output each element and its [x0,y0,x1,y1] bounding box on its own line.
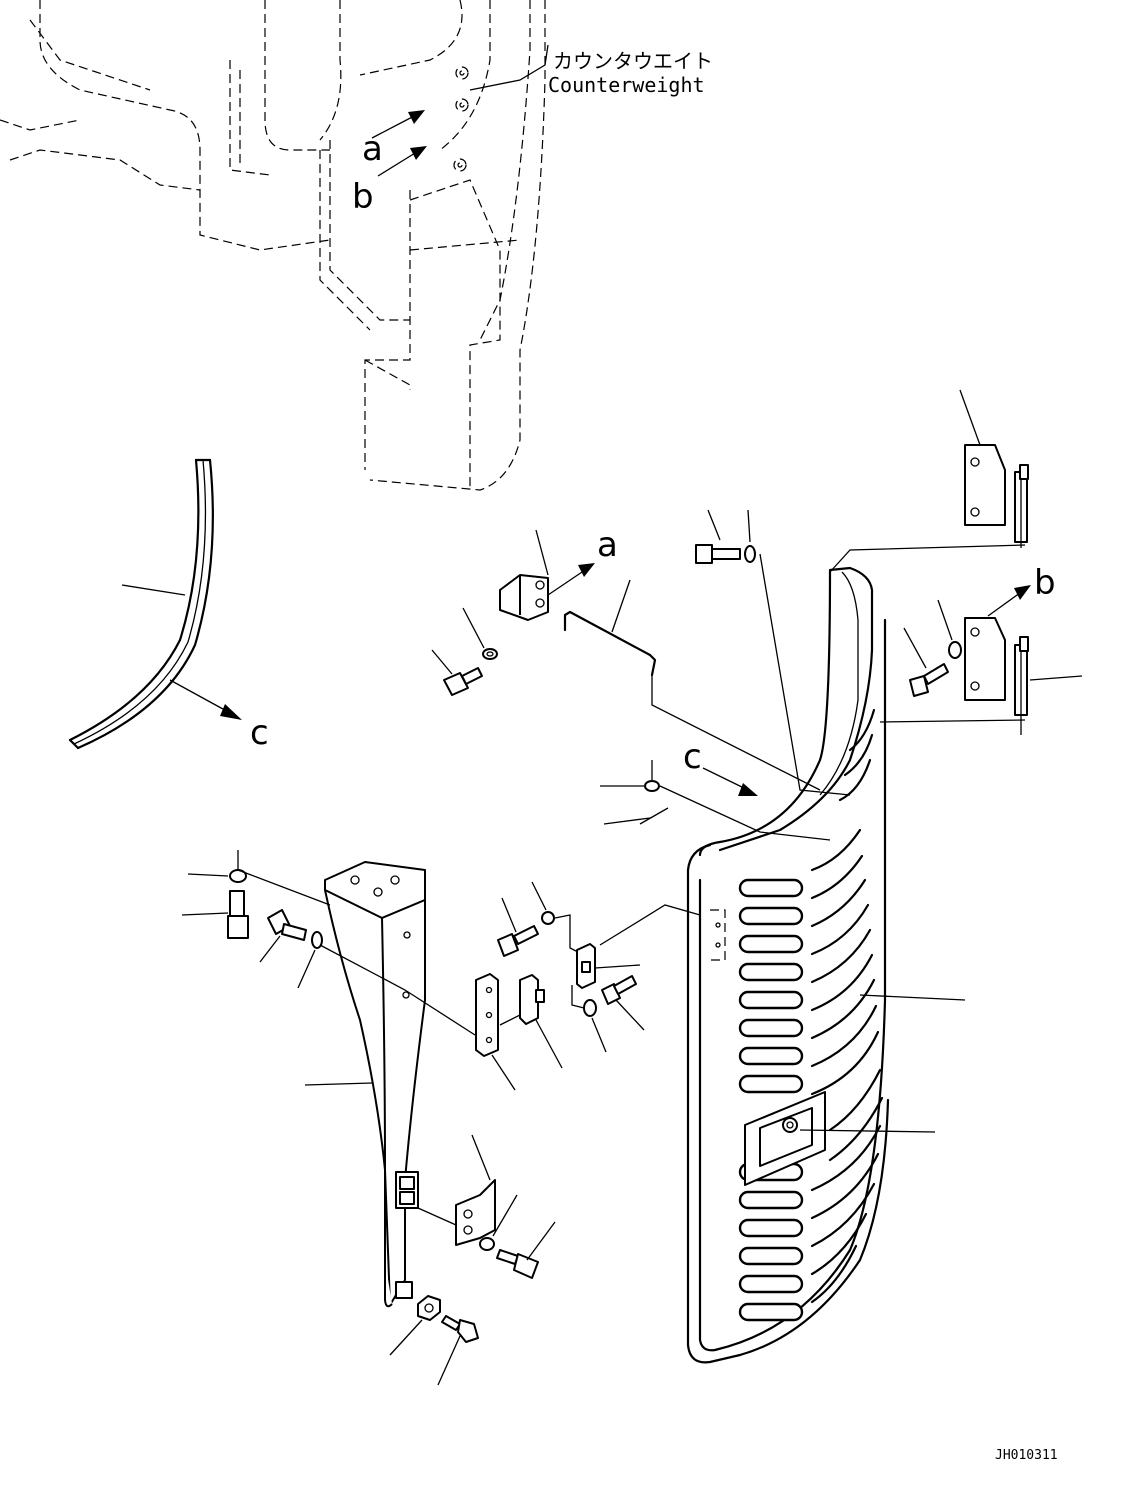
washer-hinge [937,599,962,659]
arrow-a-upper [371,110,425,139]
door-grille [738,708,884,1322]
door-inner-bracket [599,904,726,961]
latch-plate-left [475,973,516,1091]
leader-seal [121,584,186,596]
arrow-b-hinge [987,585,1031,617]
washer-stay-top [187,850,331,906]
bracket-upper [499,529,549,621]
counterweight-outline [0,0,546,491]
ref-letter-b-hinge: b [1034,563,1056,603]
arrow-b-upper [377,146,427,177]
bolt-bottom [437,1315,479,1386]
nut-bottom [389,1295,441,1356]
bolt-lower [496,1221,556,1279]
rod [563,579,821,791]
bolt-middle [497,897,539,957]
stay-bracket [304,861,426,1308]
door-panel [686,566,890,1364]
washer-center [600,760,831,841]
washer-middle [531,881,579,953]
striker-plate-a [576,943,641,989]
ref-letter-a-bracket: a [597,525,618,565]
lower-plate [417,1134,496,1246]
bolt-middle-right [601,975,645,1031]
ref-letter-b-upper: b [352,177,374,217]
bolt-top-center [695,509,741,564]
bolt-stay-vertical [181,890,249,939]
washer-top-center [744,509,851,796]
bolt-bracket [431,649,483,696]
pin-center [603,807,669,825]
ref-letter-a-upper: a [362,129,383,169]
caption-en: Counterweight [548,73,705,97]
washer-lower [479,1194,518,1251]
caption-jp: カウンタウエイト [553,49,713,73]
arrow-c-center [702,767,758,796]
hinge-lower-link [879,719,1026,723]
drawing-code: JH010311 [995,1448,1058,1463]
hinge-lower [964,617,1083,735]
bolt-stay-angled [259,909,307,963]
bolt-hinge [903,627,949,697]
ref-letter-c-seal: c [250,713,269,753]
arrow-a-bracket [547,563,595,596]
hinge-upper-link [829,544,1026,573]
hinge-upper [959,389,1029,548]
arrow-c-seal [169,679,242,720]
latch-plate-right [499,974,563,1069]
washer-middle-lower [571,985,607,1053]
caption-leader [469,44,549,91]
ref-letter-c-center: c [683,737,702,777]
leader-door [859,994,966,1001]
door-latch-plate [744,1091,936,1186]
washer-bracket [462,607,498,660]
rubber-seal [68,458,214,750]
washer-stay-side [297,931,476,1036]
